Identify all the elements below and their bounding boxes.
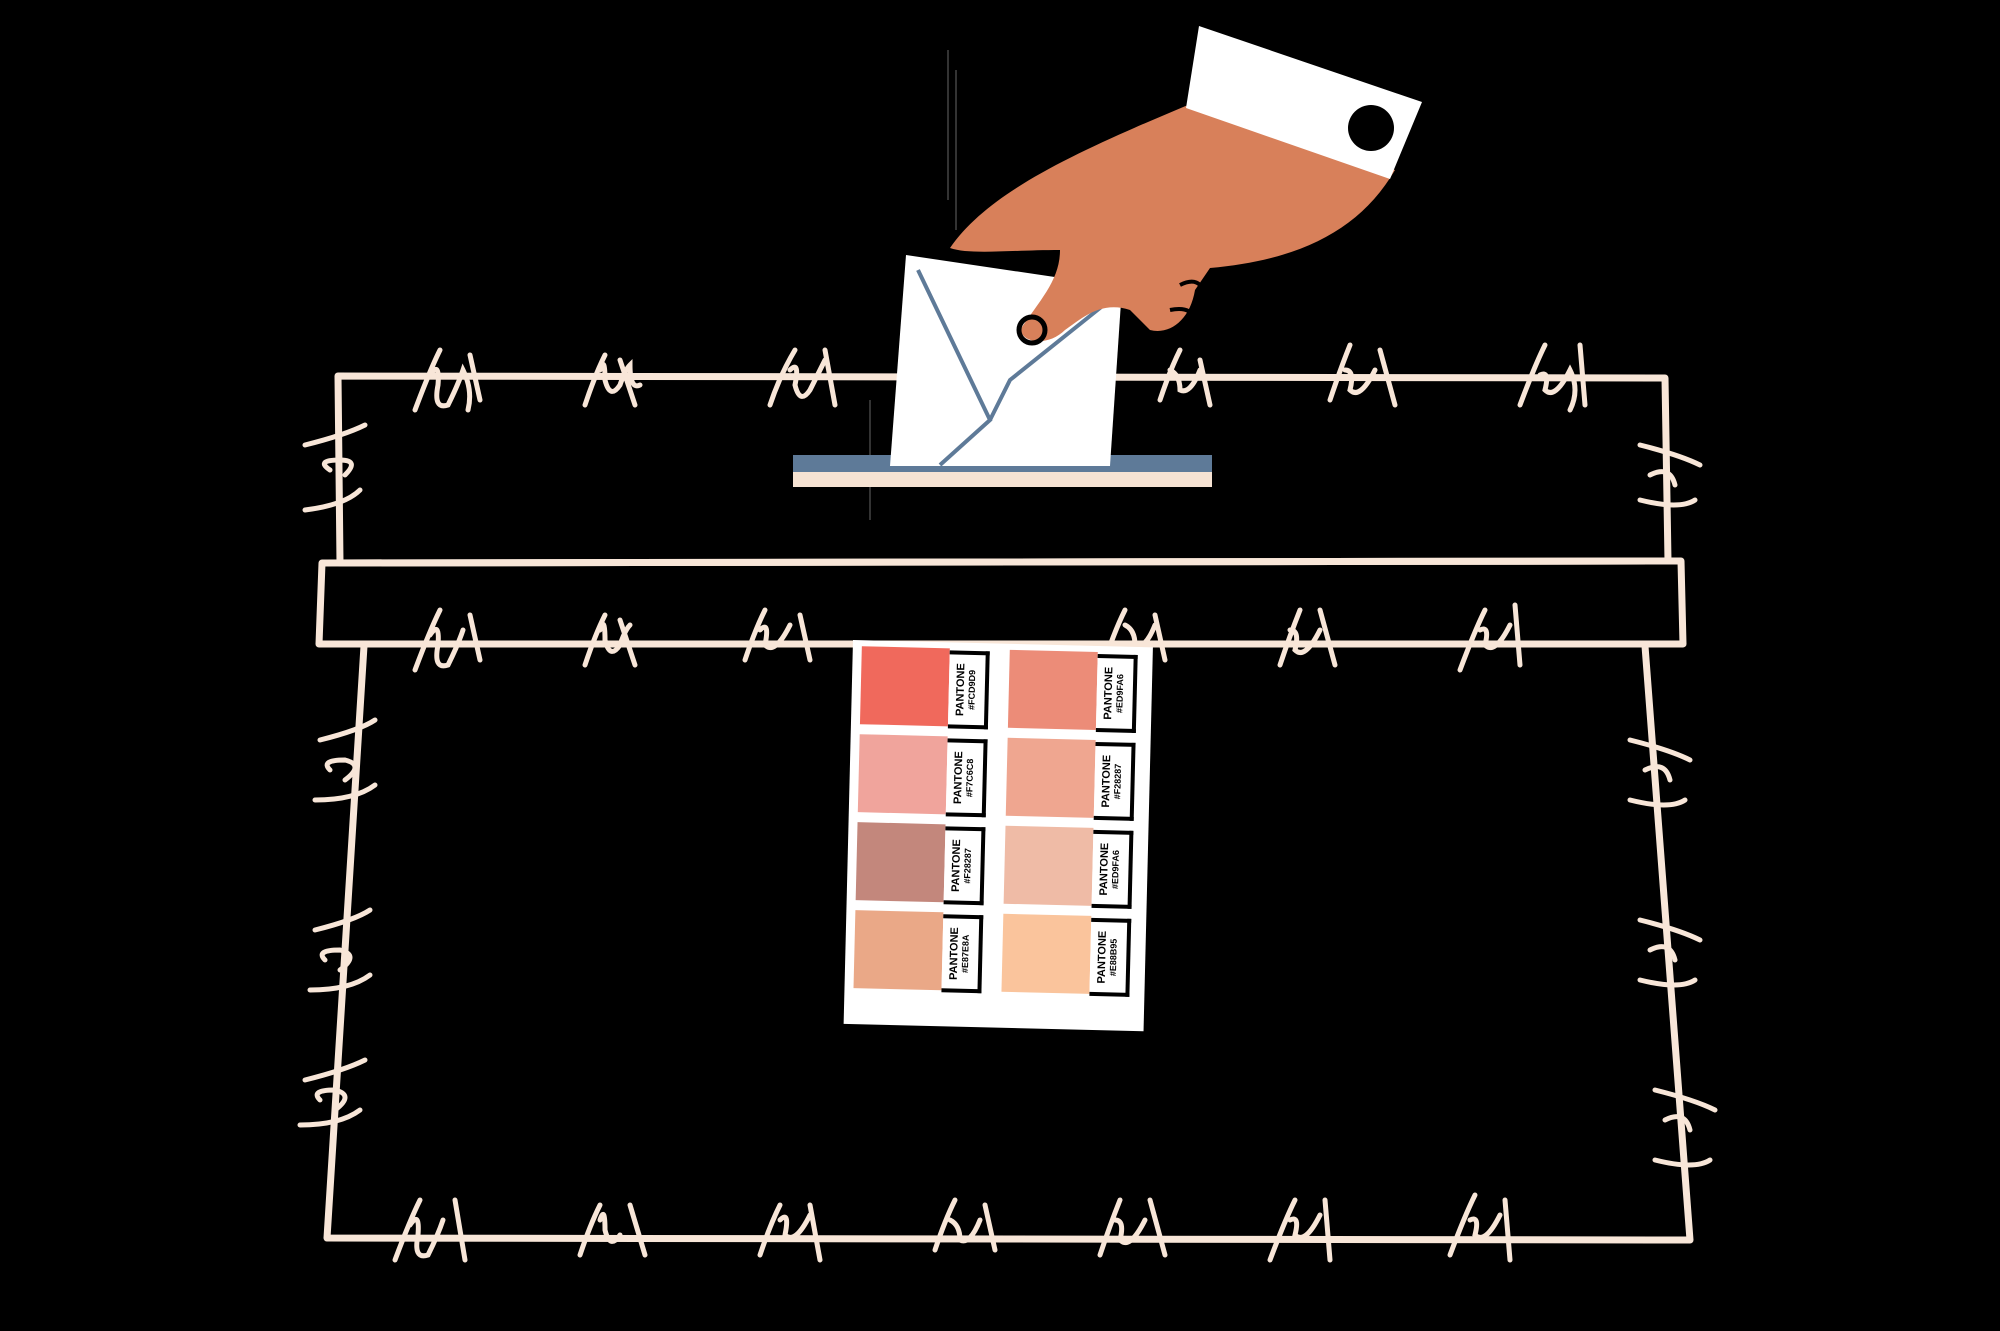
swatch-item: PANTONE#FCD9D9 [859, 646, 1000, 730]
swatch-code: #ED9FA6 [1114, 673, 1126, 714]
swatch-label: PANTONE#FCD9D9 [947, 650, 990, 730]
swatch-item: PANTONE#F28287 [1005, 737, 1146, 821]
swatch-color [857, 734, 948, 815]
box-outline [323, 645, 1694, 1244]
swatch-code: #ED9FA6 [1109, 849, 1121, 890]
swatch-item: PANTONE#ED9FA6 [1007, 649, 1148, 733]
swatch-item: PANTONE#E88B95 [1001, 913, 1141, 997]
swatch-color [1005, 737, 1096, 818]
swatch-item: PANTONE#ED9FA6 [1003, 825, 1144, 909]
swatch-label: PANTONE#F28287 [943, 826, 986, 906]
cufflink-icon [1348, 105, 1394, 151]
band-outline [315, 557, 1687, 648]
swatch-item: PANTONE#E87E8A [853, 910, 993, 994]
swatch-item: PANTONE#F7C6C8 [857, 734, 998, 818]
swatch-label: PANTONE#E87E8A [941, 914, 984, 994]
swatch-color [859, 646, 950, 727]
swatch-color [1007, 649, 1098, 730]
swatch-code: #E87E8A [959, 934, 971, 974]
swatch-color [1003, 825, 1094, 906]
swatch-brand: PANTONE [949, 839, 964, 893]
swatch-code: #E88B95 [1107, 938, 1119, 977]
swatch-code: #F28287 [962, 847, 973, 884]
swatch-code: #FCD9D9 [966, 669, 978, 711]
swatch-label: PANTONE#F28287 [1093, 741, 1136, 821]
swatch-label: PANTONE#E88B95 [1089, 917, 1132, 997]
swatch-item: PANTONE#F28287 [855, 822, 996, 906]
swatch-brand: PANTONE [1099, 754, 1114, 808]
barbs [297, 342, 1718, 1263]
swatch-code: #F28287 [1112, 763, 1124, 800]
swatch-label: PANTONE#ED9FA6 [1091, 829, 1134, 909]
swatch-label: PANTONE#ED9FA6 [1095, 653, 1138, 733]
swatch-color [853, 910, 944, 991]
swatch-color [1001, 913, 1092, 994]
swatch-color [855, 822, 946, 903]
swatch-label: PANTONE#F7C6C8 [945, 738, 988, 818]
swatch-code: #F7C6C8 [964, 758, 976, 798]
hand [950, 100, 1395, 346]
swatch-brand: PANTONE [1095, 930, 1109, 984]
shirt-cuff [1186, 26, 1422, 179]
